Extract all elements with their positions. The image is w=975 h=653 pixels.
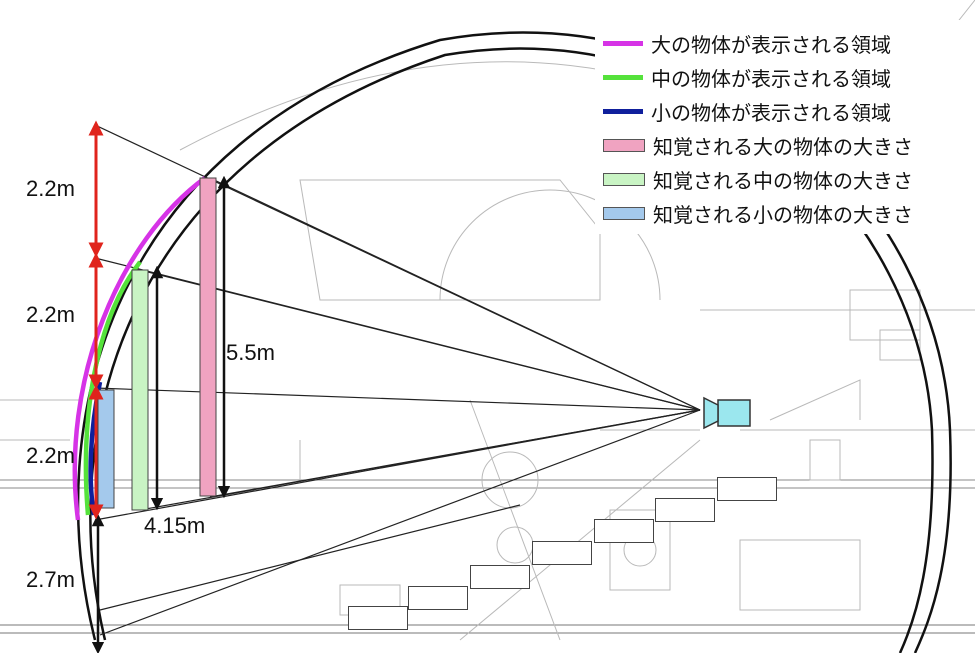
small-size-bar <box>97 389 115 509</box>
dimension-label-large: 5.5m <box>226 340 275 365</box>
projector-icon <box>703 396 751 430</box>
magenta-line-swatch-icon <box>603 40 643 46</box>
legend: 大の物体が表示される領域 中の物体が表示される領域 小の物体が表示される領域 知… <box>595 20 975 234</box>
dimension-label-middle: 2.2m <box>26 302 75 327</box>
blue-line-swatch-icon <box>603 108 643 114</box>
legend-label: 知覚される中の物体の大きさ <box>653 168 913 193</box>
seat-step-5 <box>594 519 654 543</box>
seat-step-2 <box>408 586 468 610</box>
seat-step-4 <box>532 541 592 565</box>
dimension-label-medium: 4.15m <box>144 513 206 538</box>
dimension-label-lower: 2.2m <box>26 443 75 468</box>
legend-label: 知覚される小の物体の大きさ <box>653 202 913 227</box>
lightblue-rect-swatch-icon <box>603 206 645 220</box>
legend-item-large-region: 大の物体が表示される領域 <box>603 26 973 60</box>
legend-label: 中の物体が表示される領域 <box>651 66 891 91</box>
seat-step-1 <box>348 606 408 630</box>
legend-item-medium-region: 中の物体が表示される領域 <box>603 60 973 94</box>
legend-item-small-size: 知覚される小の物体の大きさ <box>603 196 973 230</box>
dimension-label-upper: 2.2m <box>26 176 75 201</box>
large-size-bar <box>199 177 217 497</box>
legend-label: 小の物体が表示される領域 <box>651 100 891 125</box>
legend-item-small-region: 小の物体が表示される領域 <box>603 94 973 128</box>
legend-label: 知覚される大の物体の大きさ <box>653 134 913 159</box>
legend-label: 大の物体が表示される領域 <box>651 32 891 57</box>
lightgreen-rect-swatch-icon <box>603 172 645 186</box>
seat-step-6 <box>655 498 715 522</box>
pink-rect-swatch-icon <box>603 138 645 152</box>
green-line-swatch-icon <box>603 74 643 80</box>
medium-size-bar <box>131 269 149 511</box>
projection-lines <box>94 124 701 636</box>
dimension-label-base: 2.7m <box>26 567 75 592</box>
legend-item-medium-size: 知覚される中の物体の大きさ <box>603 162 973 196</box>
seat-step-7 <box>717 477 777 501</box>
seat-step-3 <box>470 565 530 589</box>
legend-item-large-size: 知覚される大の物体の大きさ <box>603 128 973 162</box>
